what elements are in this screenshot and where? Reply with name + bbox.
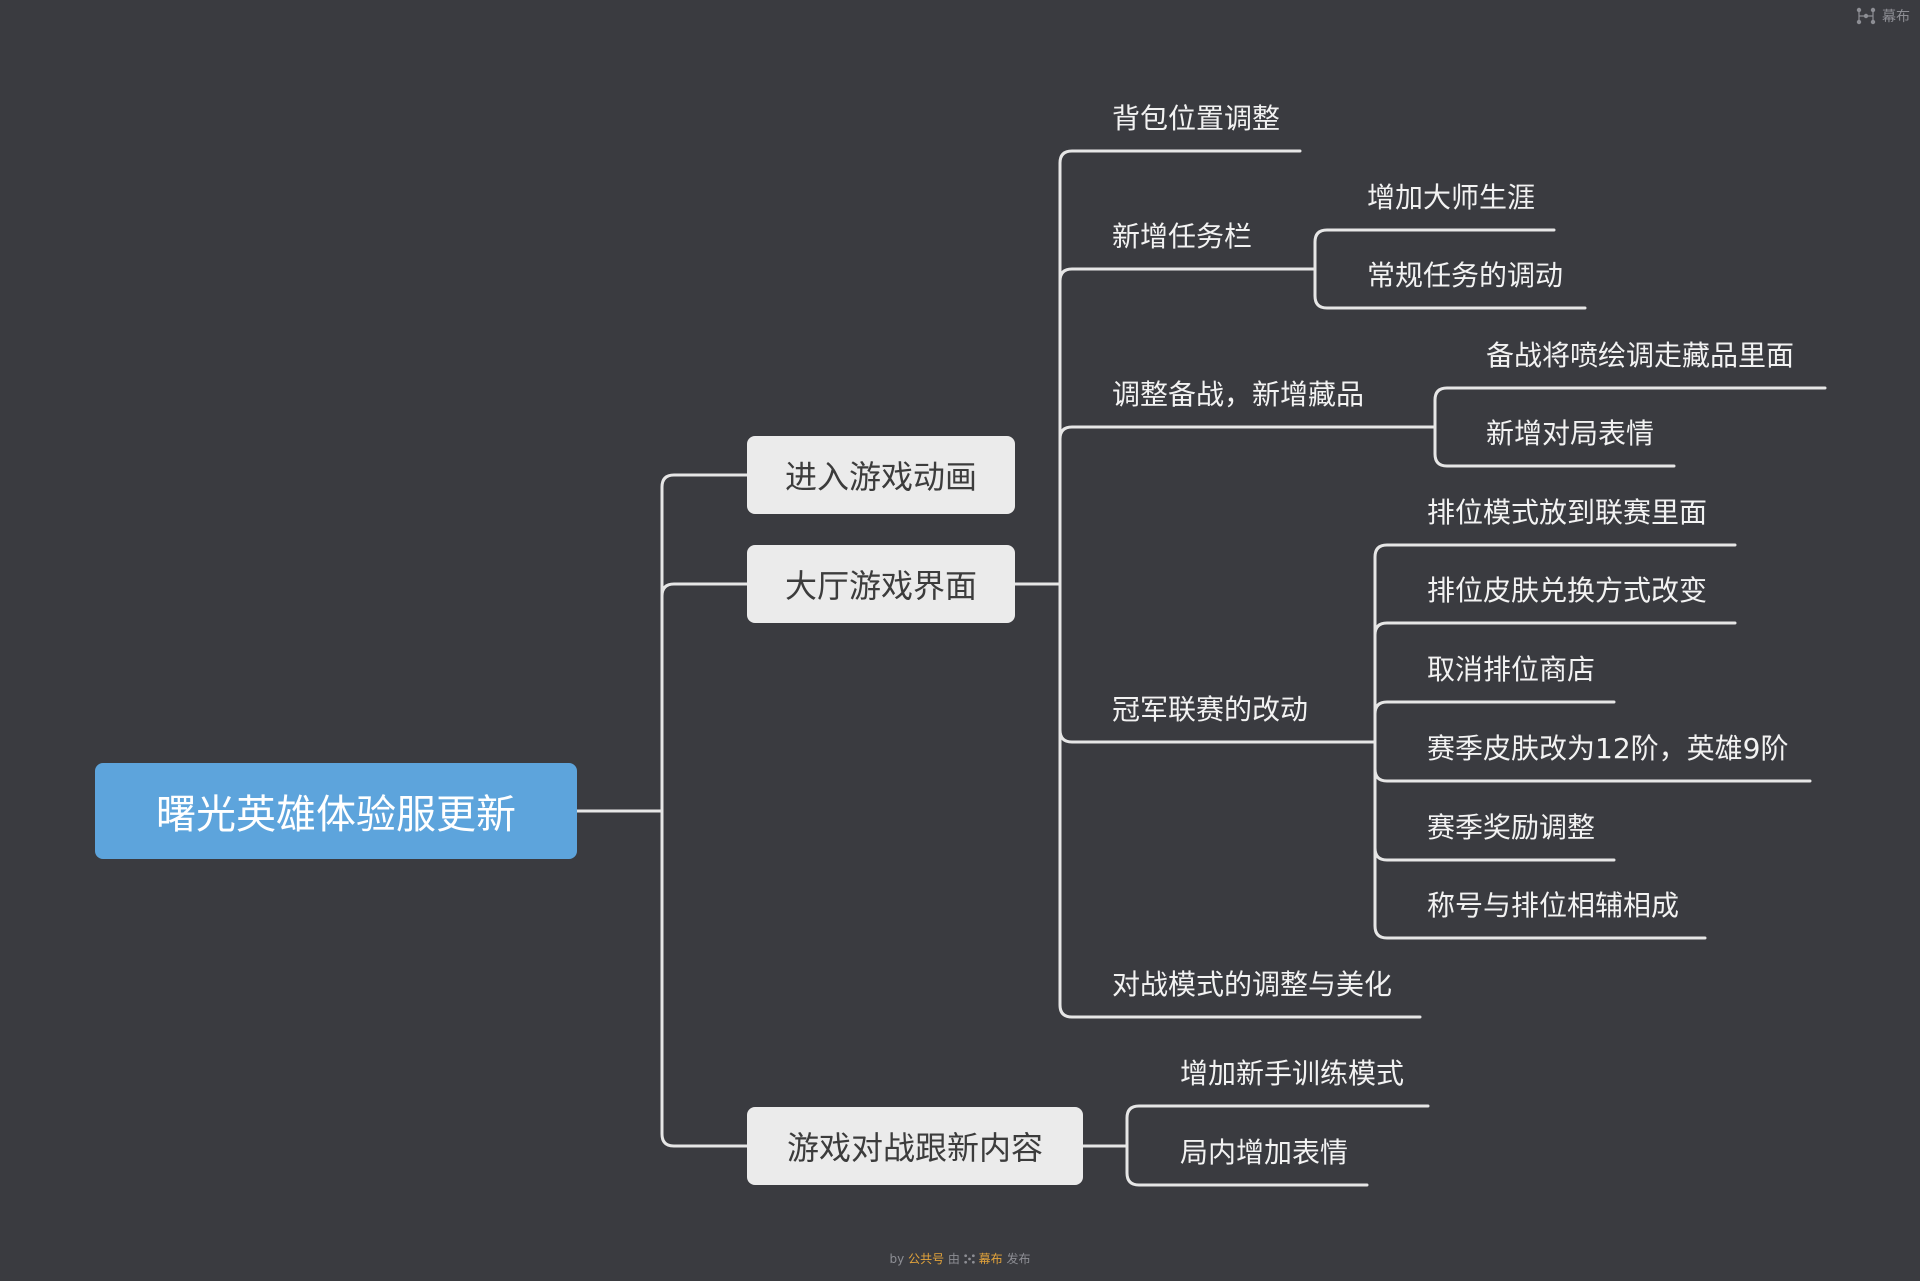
prep-connector-link-1 [1433, 425, 1676, 468]
lobby-connector-link-0 [1058, 149, 1302, 586]
topic-backpack-position[interactable]: 背包位置调整 [1112, 102, 1281, 135]
footer-account: 公共号 [908, 1252, 945, 1266]
battle-connector-link-0 [1125, 1104, 1430, 1148]
footer-publish: 发布 [1006, 1252, 1031, 1266]
footer-brand: 幕布 [978, 1252, 1003, 1266]
connector-lines [575, 149, 1827, 1187]
brand-watermark: 幕布 [1856, 6, 1910, 26]
mubu-logo-icon [964, 1254, 975, 1264]
taskbar-connector-link-1 [1313, 267, 1587, 310]
branch-node-lobby-ui[interactable]: 大厅游戏界面 [747, 545, 1015, 623]
topic-champion-league[interactable]: 冠军联赛的改动 [1112, 693, 1309, 726]
taskbar-connector-link-0 [1313, 228, 1556, 271]
lobby-connector-link-4 [1058, 582, 1422, 1019]
lobby-connector-link-2 [1058, 425, 1435, 586]
topic-new-task-bar[interactable]: 新增任务栏 [1112, 220, 1253, 253]
topic-battle-mode-polish[interactable]: 对战模式的调整与美化 [1112, 968, 1393, 1001]
topic-titles-and-rank[interactable]: 称号与排位相辅相成 [1427, 889, 1680, 922]
footer-credit: by 公共号 由 幕布 发布 [0, 1250, 1920, 1267]
topic-prep-collection[interactable]: 调整备战，新增藏品 [1112, 378, 1365, 411]
league-connector-link-0 [1373, 543, 1737, 744]
topic-spray-to-collection[interactable]: 备战将喷绘调走藏品里面 [1486, 339, 1795, 372]
root-node-label: 曙光英雄体验服更新 [156, 792, 516, 838]
lobby-connector-link-1 [1058, 267, 1315, 586]
league-connector-link-1 [1373, 621, 1737, 744]
root-connector-link-1 [660, 582, 749, 813]
root-connector-link-2 [660, 809, 749, 1148]
branch-node-label: 游戏对战跟新内容 [786, 1129, 1043, 1167]
brand-name: 幕布 [1882, 9, 1910, 25]
topic-ranked-in-league[interactable]: 排位模式放到联赛里面 [1427, 496, 1708, 529]
branch-node-intro-animation[interactable]: 进入游戏动画 [747, 436, 1015, 514]
topic-match-emotes[interactable]: 新增对局表情 [1486, 417, 1655, 450]
footer-by: by [889, 1252, 905, 1266]
topic-season-rewards[interactable]: 赛季奖励调整 [1427, 811, 1596, 844]
topic-remove-ranked-shop[interactable]: 取消排位商店 [1427, 653, 1596, 686]
branch-node-label: 大厅游戏界面 [784, 567, 977, 605]
topic-ingame-emotes[interactable]: 局内增加表情 [1180, 1136, 1349, 1169]
mubu-logo-icon [1856, 7, 1876, 25]
root-connector-link-0 [660, 473, 749, 813]
battle-connector-link-1 [1125, 1144, 1369, 1187]
topic-season-skin-tiers[interactable]: 赛季皮肤改为12阶，英雄9阶 [1427, 732, 1789, 765]
branch-node-battle-content[interactable]: 游戏对战跟新内容 [747, 1107, 1083, 1185]
topic-regular-task[interactable]: 常规任务的调动 [1367, 259, 1564, 292]
topic-master-career[interactable]: 增加大师生涯 [1367, 181, 1536, 214]
league-connector-link-2 [1373, 700, 1616, 744]
topic-ranked-skin-exchange[interactable]: 排位皮肤兑换方式改变 [1427, 574, 1708, 607]
topic-newbie-training[interactable]: 增加新手训练模式 [1180, 1057, 1405, 1090]
league-connector-link-5 [1373, 740, 1707, 940]
branch-node-label: 进入游戏动画 [784, 458, 977, 496]
root-node[interactable]: 曙光英雄体验服更新 [95, 763, 577, 859]
footer-via: 由 [947, 1252, 960, 1266]
prep-connector-link-0 [1433, 386, 1827, 429]
